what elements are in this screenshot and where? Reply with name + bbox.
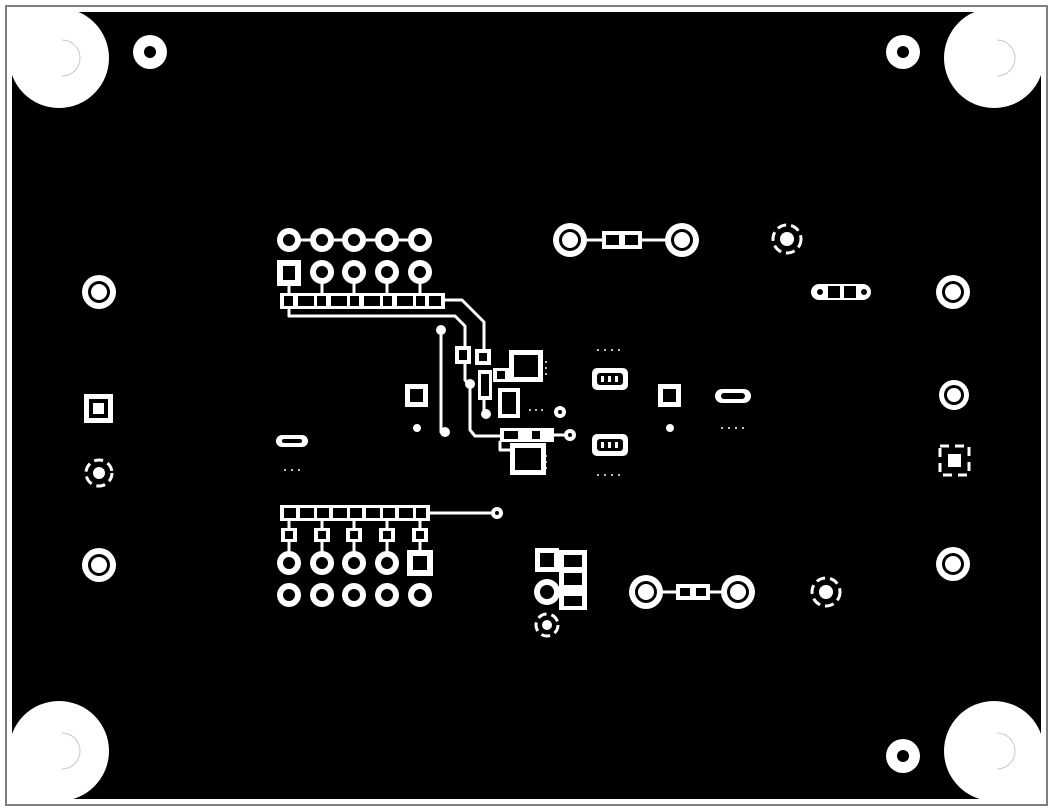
crystal-pads: [592, 349, 628, 476]
header-bottom-left: [277, 505, 503, 607]
jumper-block: [534, 548, 587, 638]
header-top-left: [277, 228, 486, 437]
smd-resistor-right: [811, 284, 871, 300]
mounting-hole-keepouts: [9, 8, 1044, 801]
mounting-vias: [133, 35, 920, 773]
copper-pour: [12, 12, 1041, 799]
ground-relief-top: [771, 223, 803, 255]
header-top-row: [277, 228, 432, 252]
axial-resistor-bottom: [629, 575, 755, 609]
ground-relief-bottom: [810, 576, 842, 608]
left-edge-connectors: [82, 275, 116, 582]
small-smd-pads: [276, 389, 751, 471]
right-edge-connectors: [936, 275, 971, 581]
header-second-row: [277, 260, 432, 298]
test-points-center: [405, 384, 681, 432]
axial-resistor-top: [553, 223, 699, 257]
resistor-array-top: [280, 293, 445, 309]
ic-cluster: [455, 346, 576, 475]
